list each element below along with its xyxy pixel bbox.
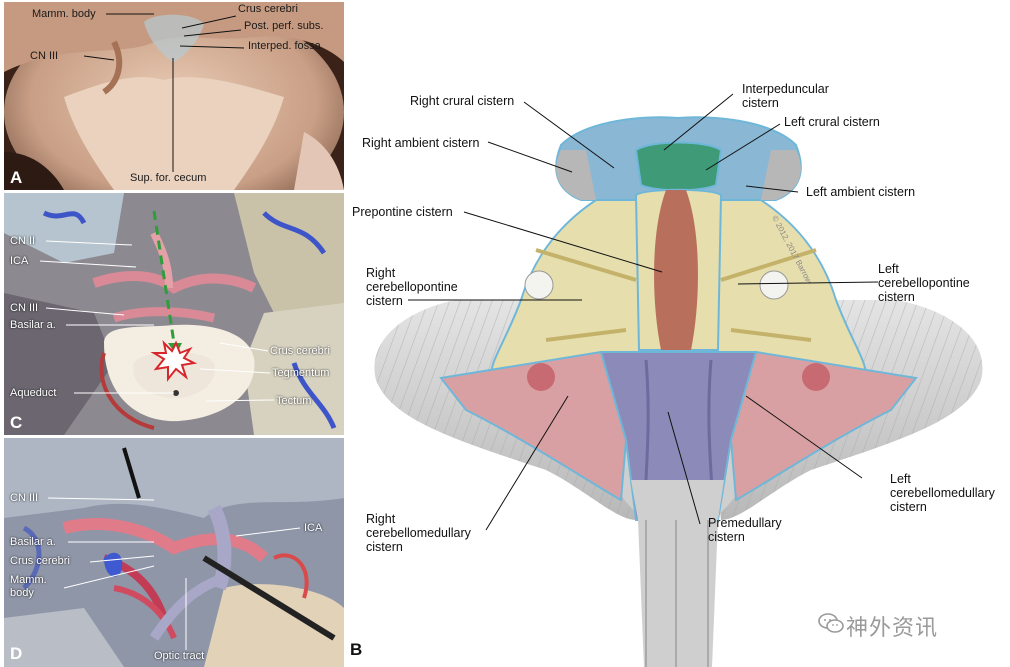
label-sup-for-cecum: Sup. for. cecum bbox=[130, 172, 207, 184]
label-ica: ICA bbox=[304, 522, 323, 534]
label-optic-tract: Optic tract bbox=[154, 650, 205, 662]
label-post-perf-subs: Post. perf. subs. bbox=[244, 20, 324, 32]
label-left-cerebellopontine: Left cerebellopontine cistern bbox=[878, 262, 970, 304]
panel-d-leader-lines bbox=[47, 497, 301, 650]
label-cn-iii: CN III bbox=[10, 492, 39, 504]
interpeduncular-cistern bbox=[634, 141, 723, 192]
label-premedullary: Premedullary cistern bbox=[708, 516, 782, 544]
panel-a-photo bbox=[4, 2, 344, 190]
label-basilar-a: Basilar a. bbox=[10, 536, 56, 548]
label-tegmentum: Tegmentum bbox=[272, 367, 330, 379]
cisterns-illustration bbox=[374, 93, 983, 667]
panel-b: Interpeduncular cistern Right crural cis… bbox=[346, 0, 1010, 667]
label-body: body bbox=[10, 587, 34, 599]
label-right-ambient: Right ambient cistern bbox=[362, 136, 480, 150]
panel-a: Mamm. body Crus cerebri Post. perf. subs… bbox=[4, 2, 344, 190]
panel-letter-d: D bbox=[10, 644, 23, 663]
cerebellomedullary-cisterns bbox=[439, 350, 628, 502]
label-left-cerebellomedullary: Left cerebellomedullary cistern bbox=[890, 472, 995, 514]
label-mamm: Mamm. bbox=[10, 574, 47, 586]
label-prepontine: Prepontine cistern bbox=[352, 205, 453, 219]
panel-d: CN III Basilar a. ICA Crus cerebri Mamm.… bbox=[4, 438, 344, 667]
label-basilar-a: Basilar a. bbox=[10, 319, 56, 331]
label-right-cerebellopontine: Right cerebellopontine cistern bbox=[366, 266, 458, 308]
star-marker-icon bbox=[150, 339, 198, 382]
watermark-text: 神外资讯 bbox=[846, 616, 939, 641]
label-mamm-body: Mamm. body bbox=[32, 8, 96, 20]
wechat-logo-icon bbox=[818, 613, 844, 633]
label-crus-cerebri: Crus cerebri bbox=[238, 3, 298, 15]
label-right-cerebellomedullary: Right cerebellomedullary cistern bbox=[366, 512, 471, 554]
label-right-crural: Right crural cistern bbox=[410, 94, 515, 108]
label-interped-fossa: Interped. fossa bbox=[248, 40, 321, 52]
label-left-crural: Left crural cistern bbox=[784, 115, 880, 129]
trajectory-arrow bbox=[152, 210, 176, 344]
label-ica: ICA bbox=[10, 255, 29, 267]
label-cn-iii: CN III bbox=[10, 302, 39, 314]
panel-letter-c: C bbox=[10, 413, 23, 432]
panel-c: CN II ICA CN III Basilar a. Crus cerebri… bbox=[4, 193, 344, 435]
panel-letter-b: B bbox=[350, 640, 363, 659]
cranial-nerves bbox=[535, 248, 817, 342]
label-tectum: Tectum bbox=[276, 395, 312, 407]
label-left-ambient: Left ambient cistern bbox=[806, 185, 916, 199]
label-crus-cerebri: Crus cerebri bbox=[270, 345, 330, 357]
panel-b-leader-lines bbox=[408, 93, 879, 531]
panel-a-leader-lines bbox=[83, 13, 245, 172]
panel-letter-a: A bbox=[10, 168, 23, 187]
label-interpeduncular: Interpeduncular cistern bbox=[742, 82, 829, 110]
label-aqueduct: Aqueduct bbox=[10, 387, 57, 399]
panel-d-photo bbox=[4, 438, 344, 667]
label-cn-iii: CN III bbox=[30, 50, 59, 62]
label-cn-ii: CN II bbox=[10, 235, 36, 247]
panel-c-leader-lines bbox=[39, 240, 275, 402]
label-crus-cerebri: Crus cerebri bbox=[10, 555, 70, 567]
panel-c-photo bbox=[4, 193, 344, 435]
